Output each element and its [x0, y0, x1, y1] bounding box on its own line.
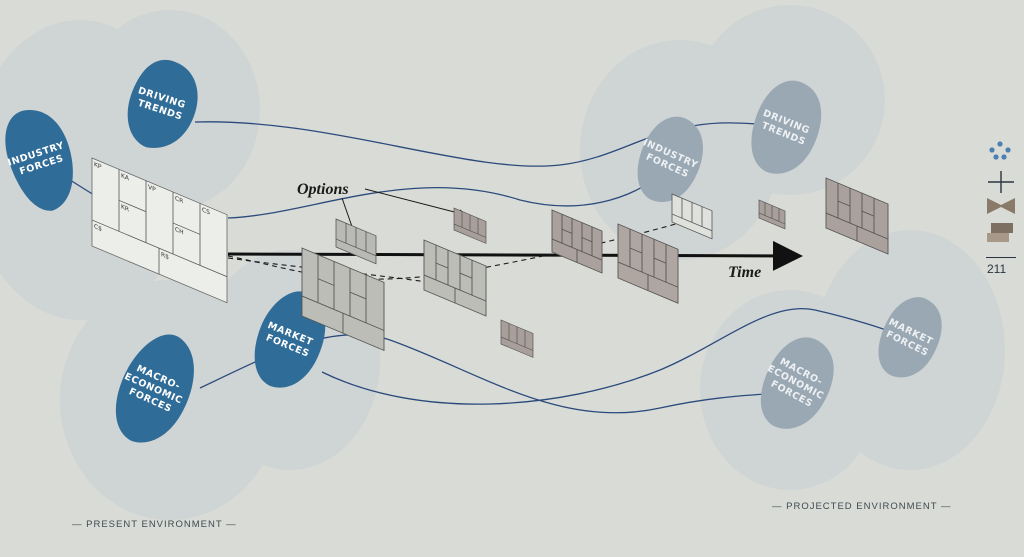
option-canvas-medium-3 [551, 209, 603, 274]
present-environment-label: — PRESENT ENVIRONMENT — [72, 519, 237, 530]
options-label: Options [297, 181, 349, 198]
option-canvas-medium-2 [423, 239, 487, 317]
time-arrow [227, 240, 803, 271]
blob-driving-trends-projected: DRIVING TRENDS [751, 80, 822, 174]
option-canvas-small-1 [335, 218, 377, 265]
canvas-code-cr: CR [175, 195, 184, 205]
canvas-code-revenue: R$ [161, 251, 169, 261]
canvas-code-ka: KA [121, 172, 130, 182]
option-canvas-target [671, 193, 713, 240]
connector-industry-forces [227, 171, 666, 219]
page-number: 211 [987, 262, 1007, 276]
option-canvas-medium-1 [301, 247, 385, 352]
option-canvas-small-2 [453, 207, 487, 244]
page-number-rule [986, 257, 1016, 258]
blob-market-forces-projected: MARKET FORCES [878, 297, 942, 378]
options-pointer-2 [364, 188, 467, 218]
blob-industry-forces-present: INDUSTRY FORCES [5, 110, 73, 211]
blob-industry-forces-projected: INDUSTRY FORCES [637, 116, 703, 202]
bowtie-icon [987, 198, 1015, 214]
blob-macro-economic-forces-projected: MACRO- ECONOMIC FORCES [760, 337, 834, 429]
connector-driving-trends [194, 121, 813, 167]
canvas-code-cost: C$ [94, 223, 102, 233]
canvas-code-vp: VP [148, 184, 156, 194]
blob-driving-trends-present: DRIVING TRENDS [127, 59, 198, 148]
dots-cluster-icon [989, 141, 1011, 160]
option-path-lower [227, 257, 450, 289]
canvas-code-ch: CH [175, 226, 184, 236]
plus-icon [988, 171, 1014, 193]
option-canvas-medium-6 [825, 177, 889, 255]
projected-environment-label: — PROJECTED ENVIRONMENT — [772, 501, 952, 512]
time-label: Time [728, 264, 761, 281]
stacked-blocks-icon [987, 223, 1013, 242]
blob-macro-economic-forces-present: MACRO- ECONOMIC FORCES [115, 334, 194, 443]
business-model-canvas-present: KP KA KR VP CR CH CS C$ R$ [91, 157, 228, 304]
canvas-code-kr: KR [121, 203, 130, 213]
canvas-code-cs: CS [202, 206, 210, 216]
option-canvas-large-4 [617, 223, 679, 304]
option-canvas-small-5 [758, 199, 786, 230]
option-canvas-small-3 [500, 319, 534, 358]
connector-market-forces [321, 308, 901, 405]
connector-industry-left [69, 179, 95, 196]
canvas-code-kp: KP [94, 161, 102, 171]
